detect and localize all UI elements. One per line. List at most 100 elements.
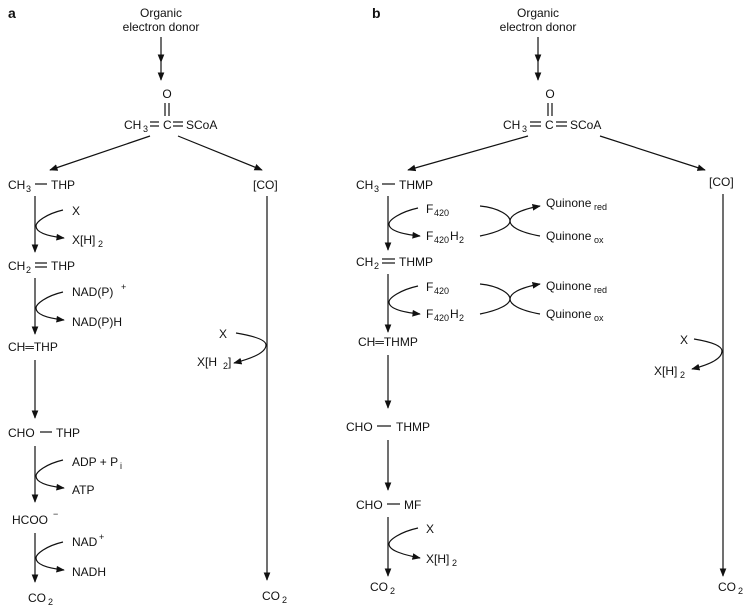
step2-nadp-sup: +: [121, 282, 126, 292]
co-xh2-close: ]: [228, 355, 231, 369]
quinone-ox-1: Quinone: [546, 229, 592, 243]
formate-sup: −: [53, 509, 58, 519]
co-branch-label: [CO]: [253, 178, 278, 192]
quinone-red-1: Quinone: [546, 196, 592, 210]
step2-b-f420h2: F: [426, 307, 433, 321]
panel-b-label: b: [372, 5, 381, 21]
ch2-b-carrier: THMP: [399, 255, 433, 269]
ch3-b-sub: 3: [374, 184, 379, 194]
step5-nad: NAD: [72, 535, 98, 549]
step2-b-f420h2-sub: 420: [434, 313, 449, 323]
cho-label: CHO: [8, 426, 35, 440]
ch-b-label: CH═THMP: [358, 335, 418, 349]
co2-b-right-sub: 2: [738, 586, 743, 596]
step2-b-cofactor-curve: [388, 285, 421, 317]
step1-b-f420: F: [426, 202, 433, 216]
step4-adp-sub: i: [120, 461, 122, 471]
quinone-red-1-sub: red: [594, 202, 607, 212]
ch3-label: CH: [8, 178, 25, 192]
acetyl-scoa: SCoA: [186, 118, 217, 132]
step1-b-cofactor-curve: [388, 207, 421, 239]
step2-nadp: NAD(P): [72, 285, 113, 299]
donor-b-line2: electron donor: [500, 20, 577, 34]
co-b-xh2: X[H]: [654, 364, 677, 378]
step1-b-f420-sub: 420: [434, 208, 449, 218]
ch-label: CH═THP: [8, 340, 58, 354]
step2-nadph: NAD(P)H: [72, 315, 122, 329]
co-xh2: X[H: [197, 355, 217, 369]
step1-b-f420h2-sub: 420: [434, 235, 449, 245]
acetyl-ch-sub: 3: [143, 124, 148, 134]
quinone-red-2-sub: red: [594, 285, 607, 295]
step5-b-cofactor-curve: [388, 527, 421, 560]
acetyl-coa-b: O CH 3 C SCoA: [503, 87, 601, 134]
step4-atp: ATP: [72, 483, 94, 497]
step1-b-f420h2: F: [426, 229, 433, 243]
donor-b-line1: Organic: [517, 6, 559, 20]
ch3-carrier: THP: [51, 178, 75, 192]
acetyl-b-oxygen: O: [545, 87, 554, 101]
step1-xh2-sub: 2: [98, 239, 103, 249]
step2-cofactor-curve: [35, 291, 65, 323]
ch2-sub: 2: [26, 265, 31, 275]
ch3-b-carrier: THMP: [399, 178, 433, 192]
branch-b-arrow-left: [407, 135, 529, 172]
co2-b-left-sub: 2: [390, 586, 395, 596]
co2-left-sub: 2: [48, 597, 53, 607]
co2-left-label: CO: [28, 591, 46, 605]
step1-x: X: [72, 204, 80, 218]
co-b-xh2-sub: 2: [680, 370, 685, 380]
step5-nadh: NADH: [72, 565, 106, 579]
step1-b-f420h2-h: H: [450, 229, 459, 243]
branch-b-arrow-right: [599, 135, 706, 171]
co-b-cofactor-curve: [691, 338, 723, 371]
ch2-b-label: CH: [356, 255, 373, 269]
panel-a-label: a: [8, 5, 16, 21]
quinone-link-2b: [479, 282, 541, 315]
panel-a: a Organic electron donor O CH 3 C SCoA C…: [8, 5, 287, 607]
acetyl-b-c: C: [545, 118, 554, 132]
donor-label-line1: Organic: [140, 6, 182, 20]
co2-right-sub: 2: [282, 595, 287, 605]
donor-label-line2: electron donor: [123, 20, 200, 34]
co2-b-right-label: CO: [718, 580, 736, 594]
step5-b-xh2: X[H]: [426, 552, 449, 566]
step2-b-f420h2-hsub: 2: [459, 313, 464, 323]
step1-cofactor-curve: [35, 209, 65, 241]
mf-label: MF: [404, 498, 421, 512]
step5-cofactor-curve: [35, 541, 65, 573]
step2-b-f420-sub: 420: [434, 286, 449, 296]
quinone-ox-1-sub: ox: [594, 235, 604, 245]
cho-mf-label: CHO: [356, 498, 383, 512]
ch2-label: CH: [8, 259, 25, 273]
acetyl-coa: O CH 3 C SCoA: [124, 87, 217, 134]
step1-b-f420h2-hsub: 2: [459, 235, 464, 245]
ch3-sub: 3: [26, 184, 31, 194]
step4-cofactor-curve: [35, 459, 65, 491]
acetyl-ch: CH: [124, 118, 141, 132]
quinone-red-2: Quinone: [546, 279, 592, 293]
formate-label: HCOO: [12, 513, 48, 527]
step5-nad-sup: +: [99, 532, 104, 542]
ch3-b-label: CH: [356, 178, 373, 192]
co2-b-left-label: CO: [370, 580, 388, 594]
step4-adp: ADP + P: [72, 455, 118, 469]
acetyl-b-ch-sub: 3: [522, 124, 527, 134]
acetyl-oxygen: O: [162, 87, 171, 101]
co-xh2-sub: 2: [223, 361, 228, 371]
acetyl-b-ch: CH: [503, 118, 520, 132]
co-cofactor-curve: [233, 332, 267, 365]
step2-b-f420: F: [426, 280, 433, 294]
step5-b-xh2-sub: 2: [452, 558, 457, 568]
step1-xh2: X[H]: [72, 233, 95, 247]
cho-carrier: THP: [56, 426, 80, 440]
cho-b-carrier: THMP: [396, 420, 430, 434]
acetyl-b-scoa: SCoA: [570, 118, 601, 132]
panel-b: b Organic electron donor O CH 3 C SCoA C…: [346, 5, 743, 596]
branch-arrow-left: [49, 135, 151, 171]
branch-arrow-right: [177, 135, 263, 171]
co2-right-label: CO: [262, 589, 280, 603]
quinone-ox-2: Quinone: [546, 307, 592, 321]
quinone-ox-2-sub: ox: [594, 313, 604, 323]
